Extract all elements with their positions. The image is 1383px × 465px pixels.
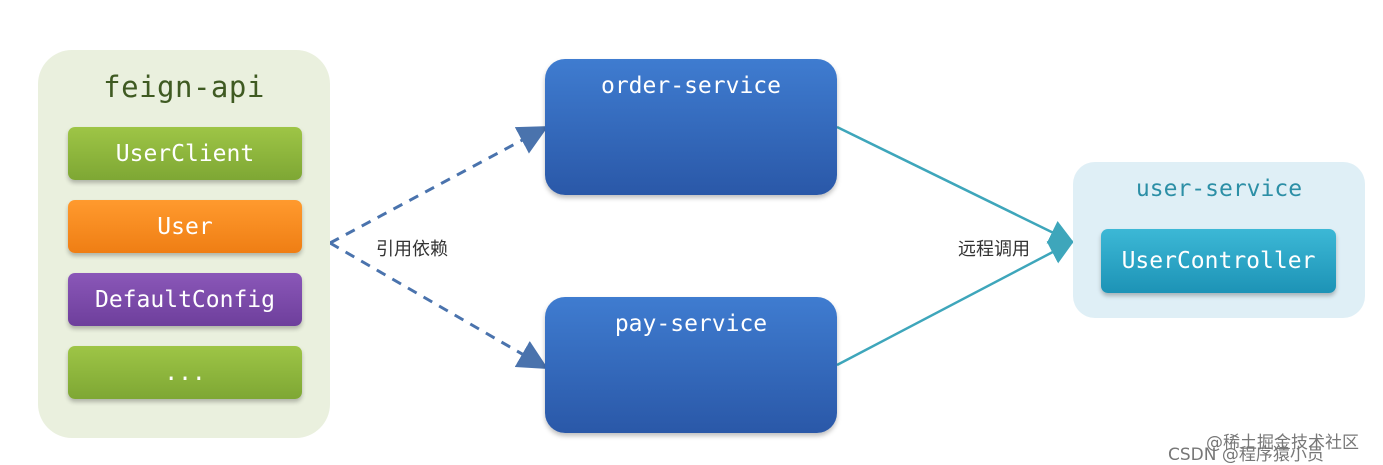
- user-service-title: user-service: [1135, 176, 1303, 202]
- feign-api-title: feign-api: [103, 70, 265, 104]
- remote-call-arrow-from-pay: [836, 240, 1075, 367]
- dependency-arrow-to-order: [329, 126, 549, 245]
- user-controller-box[interactable]: UserController: [1101, 229, 1336, 293]
- remote-call-arrow-from-order: [836, 125, 1075, 244]
- user-service-panel: user-service UserController: [1073, 162, 1365, 318]
- pay-service-box[interactable]: pay-service: [545, 297, 837, 433]
- watermark-line2: CSDN @程序猿小员: [1168, 445, 1324, 465]
- feign-item-user[interactable]: User: [68, 200, 302, 253]
- order-service-title: order-service: [600, 73, 781, 99]
- dependency-label: 引用依赖: [376, 239, 448, 260]
- pay-service-title: pay-service: [614, 311, 768, 337]
- order-service-box[interactable]: order-service: [545, 59, 837, 195]
- dependency-arrow-to-pay: [329, 241, 549, 370]
- remote-call-label: 远程调用: [958, 239, 1030, 260]
- feign-item-more[interactable]: ...: [68, 346, 302, 399]
- watermark-line1: @稀土掘金技术社区: [1206, 433, 1359, 453]
- feign-item-defaultconfig[interactable]: DefaultConfig: [68, 273, 302, 326]
- feign-item-userclient[interactable]: UserClient: [68, 127, 302, 180]
